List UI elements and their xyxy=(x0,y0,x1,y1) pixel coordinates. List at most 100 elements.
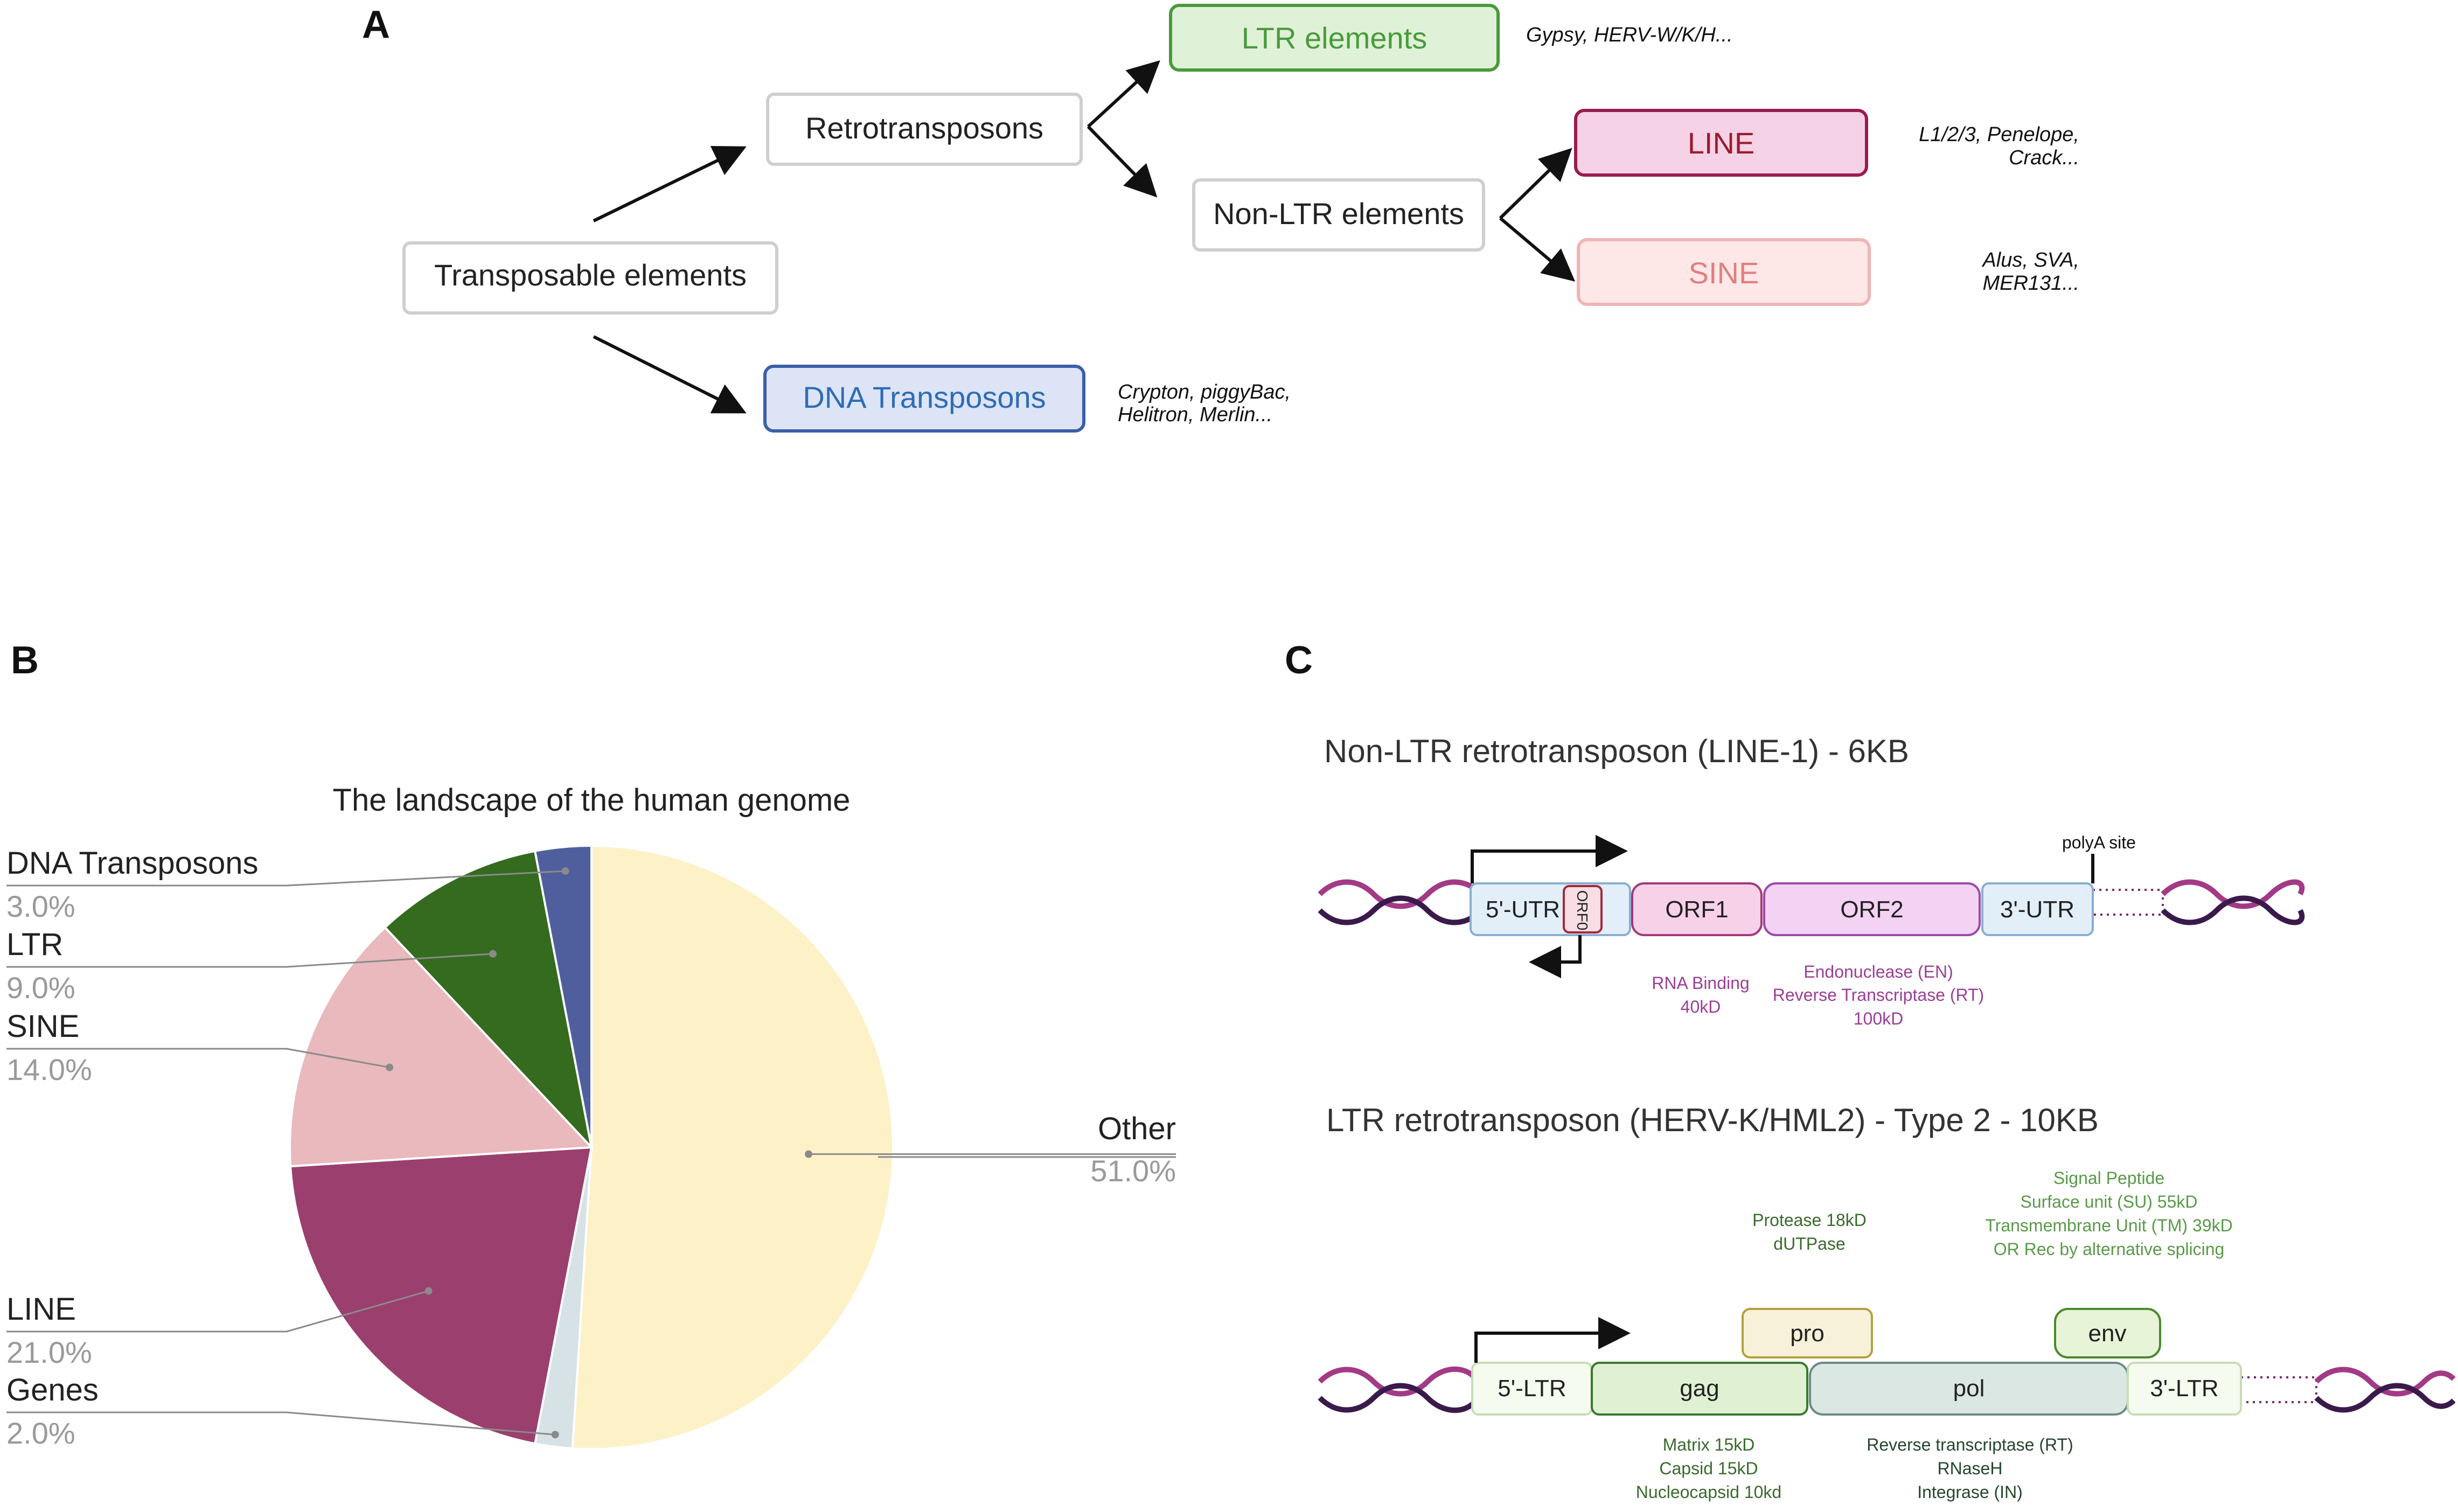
orf2-note-3: 100kD xyxy=(1854,1009,1904,1028)
pie-leader-dna-transposons xyxy=(6,870,566,887)
pro-note-2: dUTPase xyxy=(1773,1234,1845,1253)
line1-title: Non-LTR retrotransposon (LINE-1) - 6KB xyxy=(1324,733,1909,769)
pro-box xyxy=(1742,1308,1873,1358)
ltr3-label: 3'-LTR xyxy=(2150,1375,2218,1402)
panel-label-a: A xyxy=(362,3,390,46)
pie-leader-sine xyxy=(6,1048,390,1069)
env-note-4: OR Rec by alternative splicing xyxy=(1994,1239,2225,1259)
line-box xyxy=(1574,109,1868,177)
pie-label-sine: SINE xyxy=(6,1009,79,1044)
line1-3utr xyxy=(1981,882,2094,936)
root-box xyxy=(402,241,778,315)
line-examples-note-2: Crack... xyxy=(2009,147,2079,169)
ltr3-box xyxy=(2127,1362,2242,1416)
gag-note-2: Capsid 15kD xyxy=(1659,1459,1758,1478)
ltr-elements-box xyxy=(1169,4,1500,72)
non-ltr-elements-label: Non-LTR elements xyxy=(1213,197,1464,231)
pie-value-dna-transposons: 3.0% xyxy=(6,889,75,923)
line1-orf0-label: ORF0 xyxy=(1574,890,1591,931)
line1-orf2-label: ORF2 xyxy=(1840,896,1903,923)
env-box xyxy=(2054,1308,2161,1358)
env-note-2: Surface unit (SU) 55kD xyxy=(2020,1192,2197,1211)
pie-value-other: 51.0% xyxy=(1090,1154,1176,1188)
line1-dna-left xyxy=(1318,879,1484,925)
pie-value-genes: 2.0% xyxy=(6,1416,75,1450)
ltr5-label: 5'-LTR xyxy=(1498,1375,1566,1402)
pie-label-genes: Genes xyxy=(6,1372,99,1408)
orf2-note-2: Reverse Transcriptase (RT) xyxy=(1773,985,1984,1005)
panel-label-c: C xyxy=(1285,639,1313,682)
retrotransposons-label: Retrotransposons xyxy=(805,111,1043,145)
gag-label: gag xyxy=(1680,1375,1719,1402)
dna-examples-note-1: Crypton, piggyBac, xyxy=(1118,381,1291,403)
pie-chart: Other 51.0% Genes 2.0% LINE 21.0% SINE 14.0% LTR… xyxy=(6,844,1176,1450)
dna-examples-note-2: Helitron, Merlin... xyxy=(1118,403,1272,426)
pie-label-ltr: LTR xyxy=(6,927,63,962)
pol-note-3: Integrase (IN) xyxy=(1917,1482,2023,1502)
pie-slice-ltr xyxy=(383,849,594,1151)
orf1-note-1: RNA Binding xyxy=(1652,973,1749,993)
gag-box xyxy=(1591,1362,1808,1416)
retrotransposons-box xyxy=(766,93,1083,166)
pro-note-1: Protease 18kD xyxy=(1752,1210,1867,1230)
sine-box xyxy=(1577,238,1871,306)
orf2-note-1: Endonuclease (EN) xyxy=(1804,962,1953,981)
non-ltr-elements-box xyxy=(1192,178,1485,252)
ltr-examples-note: Gypsy, HERV-W/K/H... xyxy=(1526,24,1733,46)
herv-dna-left xyxy=(1318,1366,1478,1413)
sine-examples-note-1: Alus, SVA, xyxy=(1981,249,2079,271)
pie-slice-sine xyxy=(289,925,594,1168)
pie-title: The landscape of the human genome xyxy=(333,783,851,818)
pie-leader-dot xyxy=(551,1431,559,1439)
pie-leader-dot xyxy=(424,1287,433,1295)
line1-orf2 xyxy=(1763,882,1981,936)
pol-note-2: RNaseH xyxy=(1938,1459,2003,1478)
pro-label: pro xyxy=(1790,1320,1825,1347)
pie-leader-dot xyxy=(561,867,569,875)
polya-site-label: polyA site xyxy=(2062,833,2136,852)
gag-note-3: Nucleocapsid 10kd xyxy=(1636,1482,1781,1502)
pie-leader-dot xyxy=(489,950,497,958)
pie-leader-ltr xyxy=(6,953,493,968)
line1-orf1-label: ORF1 xyxy=(1665,896,1728,923)
pol-note-1: Reverse transcriptase (RT) xyxy=(1867,1435,2073,1454)
pie-label-other: Other xyxy=(1098,1111,1176,1146)
pol-label: pol xyxy=(1953,1375,1985,1402)
line1-orf0 xyxy=(1563,885,1603,933)
line1-orf1 xyxy=(1631,882,1763,936)
pie-value-line: 21.0% xyxy=(6,1335,92,1369)
line1-5utr-label: 5'-UTR xyxy=(1486,896,1560,923)
line1-dna-right xyxy=(2092,879,2305,925)
ltr-elements-label: LTR elements xyxy=(1242,21,1427,55)
env-label: env xyxy=(2088,1320,2127,1347)
pie-leader-dot xyxy=(805,1150,813,1158)
pie-label-line: LINE xyxy=(6,1292,76,1327)
root-label: Transposable elements xyxy=(434,258,747,292)
dna-transposons-box xyxy=(763,365,1085,433)
herv-title: LTR retrotransposon (HERV-K/HML2) - Type… xyxy=(1326,1102,2099,1138)
line-examples-note-1: L1/2/3, Penelope, xyxy=(1919,123,2079,146)
line-box-label: LINE xyxy=(1688,126,1755,160)
env-note-3: Transmembrane Unit (TM) 39kD xyxy=(1985,1216,2232,1235)
pie-leader-dot xyxy=(386,1063,394,1071)
panel-label-b: B xyxy=(11,639,39,682)
pie-slice-dna-transposons xyxy=(533,844,593,1148)
pie-leader-genes xyxy=(6,1411,555,1436)
sine-box-label: SINE xyxy=(1689,256,1759,290)
pie-label-dna-transposons: DNA Transposons xyxy=(6,846,258,881)
dna-transposons-label: DNA Transposons xyxy=(803,380,1046,414)
herv-promoter-arrow xyxy=(1474,1317,1631,1363)
env-note-1-top: Signal Peptide xyxy=(2053,1168,2164,1188)
pie-value-ltr: 9.0% xyxy=(6,971,75,1005)
herv-dna-right xyxy=(2240,1367,2456,1413)
sine-examples-note-2: MER131... xyxy=(1982,272,2079,295)
line1-3utr-label: 3'-UTR xyxy=(2000,896,2074,923)
tree-arrows xyxy=(593,60,1576,414)
pie-slice-other xyxy=(571,844,894,1450)
orf1-note-2: 40kD xyxy=(1681,997,1721,1016)
gag-note-1: Matrix 15kD xyxy=(1663,1435,1755,1454)
pie-leader-line xyxy=(6,1290,429,1333)
pie-value-sine: 14.0% xyxy=(6,1053,92,1086)
